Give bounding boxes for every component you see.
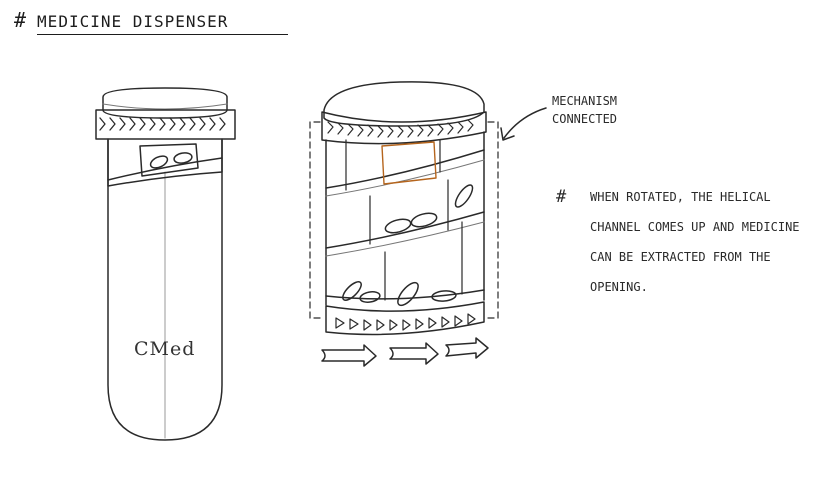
diagram-title: # MEDICINE DISPENSER — [14, 8, 289, 35]
pill-icon — [410, 212, 438, 228]
note-text: WHEN ROTATED, THE HELICAL CHANNEL COMES … — [590, 190, 800, 294]
bottle-grip-band — [95, 109, 236, 140]
helix-shelf — [325, 159, 485, 197]
bottle-cap-lid — [102, 87, 228, 119]
bottle-cap-lid-rim — [102, 103, 228, 110]
dashed-bracket-left — [309, 121, 321, 319]
base-ring-triangles — [335, 313, 476, 331]
bottle-grip-chevrons — [99, 117, 226, 131]
mechanism-callout: MECHANISM CONNECTED — [552, 92, 617, 128]
helix-shelf — [325, 149, 485, 189]
rotation-arrow-icon — [445, 337, 489, 359]
callout-arrow-head — [500, 127, 515, 141]
pill-icon — [454, 184, 474, 208]
rotation-arrow-icon — [321, 344, 377, 367]
helix-shelf — [325, 211, 485, 249]
bottle-body — [107, 139, 223, 441]
bottle-brand-label: CMed — [134, 338, 196, 360]
pill-icon — [431, 290, 457, 302]
pill-icon — [359, 291, 381, 303]
bottle-collar-lower — [107, 157, 223, 181]
exploded-dispenser — [309, 81, 547, 367]
dispenser-lid — [323, 81, 485, 127]
dispenser-opening-highlight — [381, 141, 437, 185]
rotating-base-ring — [325, 301, 485, 336]
title-hash-mark: # — [14, 8, 28, 32]
pill-icon — [342, 281, 362, 301]
callout-arrow-icon — [503, 107, 547, 139]
dashed-bracket-right — [487, 121, 499, 319]
closed-bottle — [95, 87, 236, 441]
bottle-collar — [107, 138, 223, 187]
helix-shelf — [325, 221, 485, 257]
dispenser-grip-ring — [321, 111, 487, 145]
callout-line-2: CONNECTED — [552, 112, 618, 126]
callout-line-1: MECHANISM — [552, 94, 618, 108]
pill-icon — [384, 218, 412, 234]
pill-icon — [149, 155, 169, 169]
pill-icon — [397, 281, 419, 307]
note-hash-mark: # — [556, 187, 567, 207]
dispenser-grip-chevrons — [327, 119, 474, 138]
helix-shelf — [325, 289, 485, 300]
title-text: MEDICINE DISPENSER — [37, 12, 289, 35]
bottle-opening-window — [139, 143, 199, 177]
rotation-arrow-icon — [389, 342, 439, 365]
pill-icon — [173, 152, 193, 164]
rotation-note: # WHEN ROTATED, THE HELICAL CHANNEL COME… — [556, 182, 818, 302]
